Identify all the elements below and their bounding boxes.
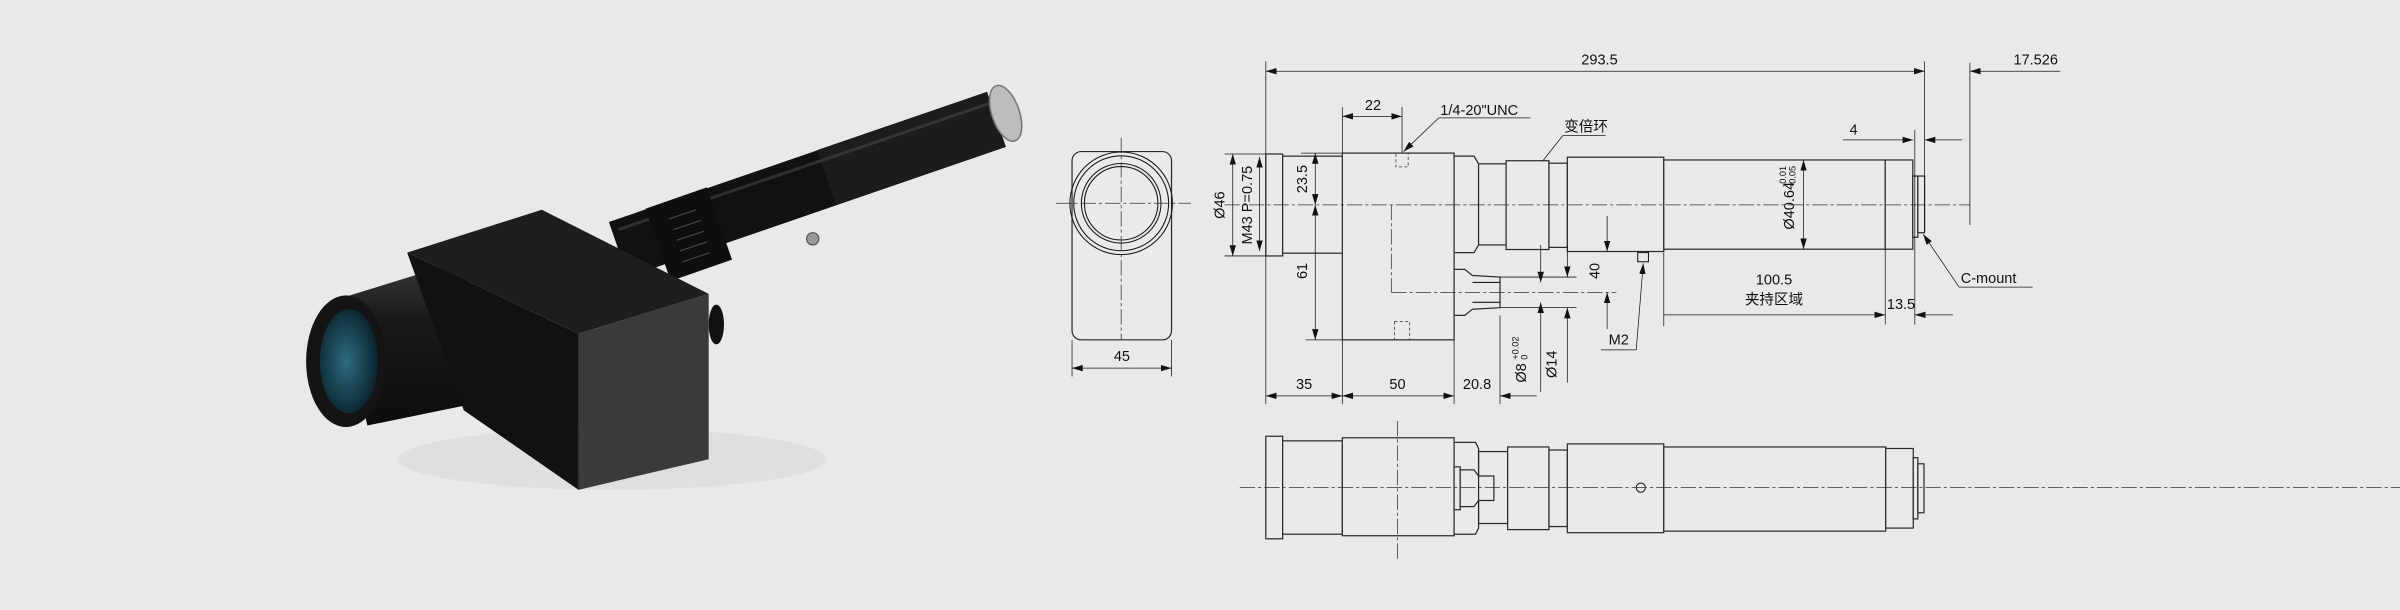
dim-overall-length: 293.5	[1581, 52, 1617, 68]
dim-front-diameter: Ø46	[1212, 191, 1228, 218]
block-top	[407, 209, 709, 334]
dim-upper-height: 23.5	[1295, 165, 1311, 193]
dim-port-length: 20.8	[1463, 377, 1491, 393]
dim-front-tube-length: 35	[1296, 377, 1312, 393]
dim-mount-offset: 4	[1850, 123, 1858, 139]
label-mount-thread: 1/4-20"UNC	[1440, 103, 1518, 119]
label-zoom-ring: 变倍环	[1564, 119, 1608, 136]
rear-barrel	[817, 91, 1006, 206]
front-view: 45	[1056, 137, 1191, 377]
label-clamp-area: 夹持区域	[1745, 292, 1803, 309]
c-mount-ring	[988, 84, 1023, 142]
block-front	[407, 252, 579, 490]
svg-text:Ø40.64: Ø40.64	[1782, 182, 1798, 230]
dim-front-thread: M43 P=0.75	[1240, 166, 1256, 245]
svg-text:-0.05: -0.05	[1787, 166, 1797, 187]
zoom-ring-render	[645, 187, 733, 282]
block-side	[578, 293, 709, 490]
dim-port-offset: 40	[1587, 263, 1603, 279]
dim-front-width: 45	[1114, 349, 1130, 365]
lens-glass	[319, 309, 379, 414]
svg-text:-0.01: -0.01	[1778, 166, 1788, 187]
top-view	[1239, 420, 2400, 559]
lens-render	[306, 84, 1023, 490]
label-pin-thread: M2	[1609, 332, 1629, 348]
dim-tube-diameter: Ø40.64 -0.01 -0.05	[1778, 166, 1798, 230]
dim-screw-spacing: 22	[1365, 98, 1381, 114]
side-view: 293.5 17.526 4 22 1/4-20"UNC 变倍环 23.5 61…	[1212, 52, 2061, 405]
dim-port-bore: Ø8 +0.02 0	[1510, 337, 1530, 383]
dim-block-length: 50	[1389, 377, 1405, 393]
svg-text:0: 0	[1520, 355, 1530, 360]
dim-port-diameter: Ø14	[1545, 351, 1561, 378]
svg-text:+0.02: +0.02	[1510, 337, 1520, 360]
c-mount-thread	[1917, 175, 1926, 234]
dim-lower-height: 61	[1295, 263, 1311, 279]
svg-text:Ø8: Ø8	[1514, 363, 1530, 382]
mount-block	[1341, 152, 1455, 341]
dim-clamp-length: 100.5	[1756, 273, 1792, 289]
pin-hole	[1637, 252, 1650, 263]
pin-knob	[806, 232, 820, 246]
dim-rear-length: 13.5	[1887, 297, 1915, 313]
label-mount-type: C-mount	[1961, 271, 2017, 287]
dim-flange-distance: 17.526	[2013, 52, 2057, 68]
